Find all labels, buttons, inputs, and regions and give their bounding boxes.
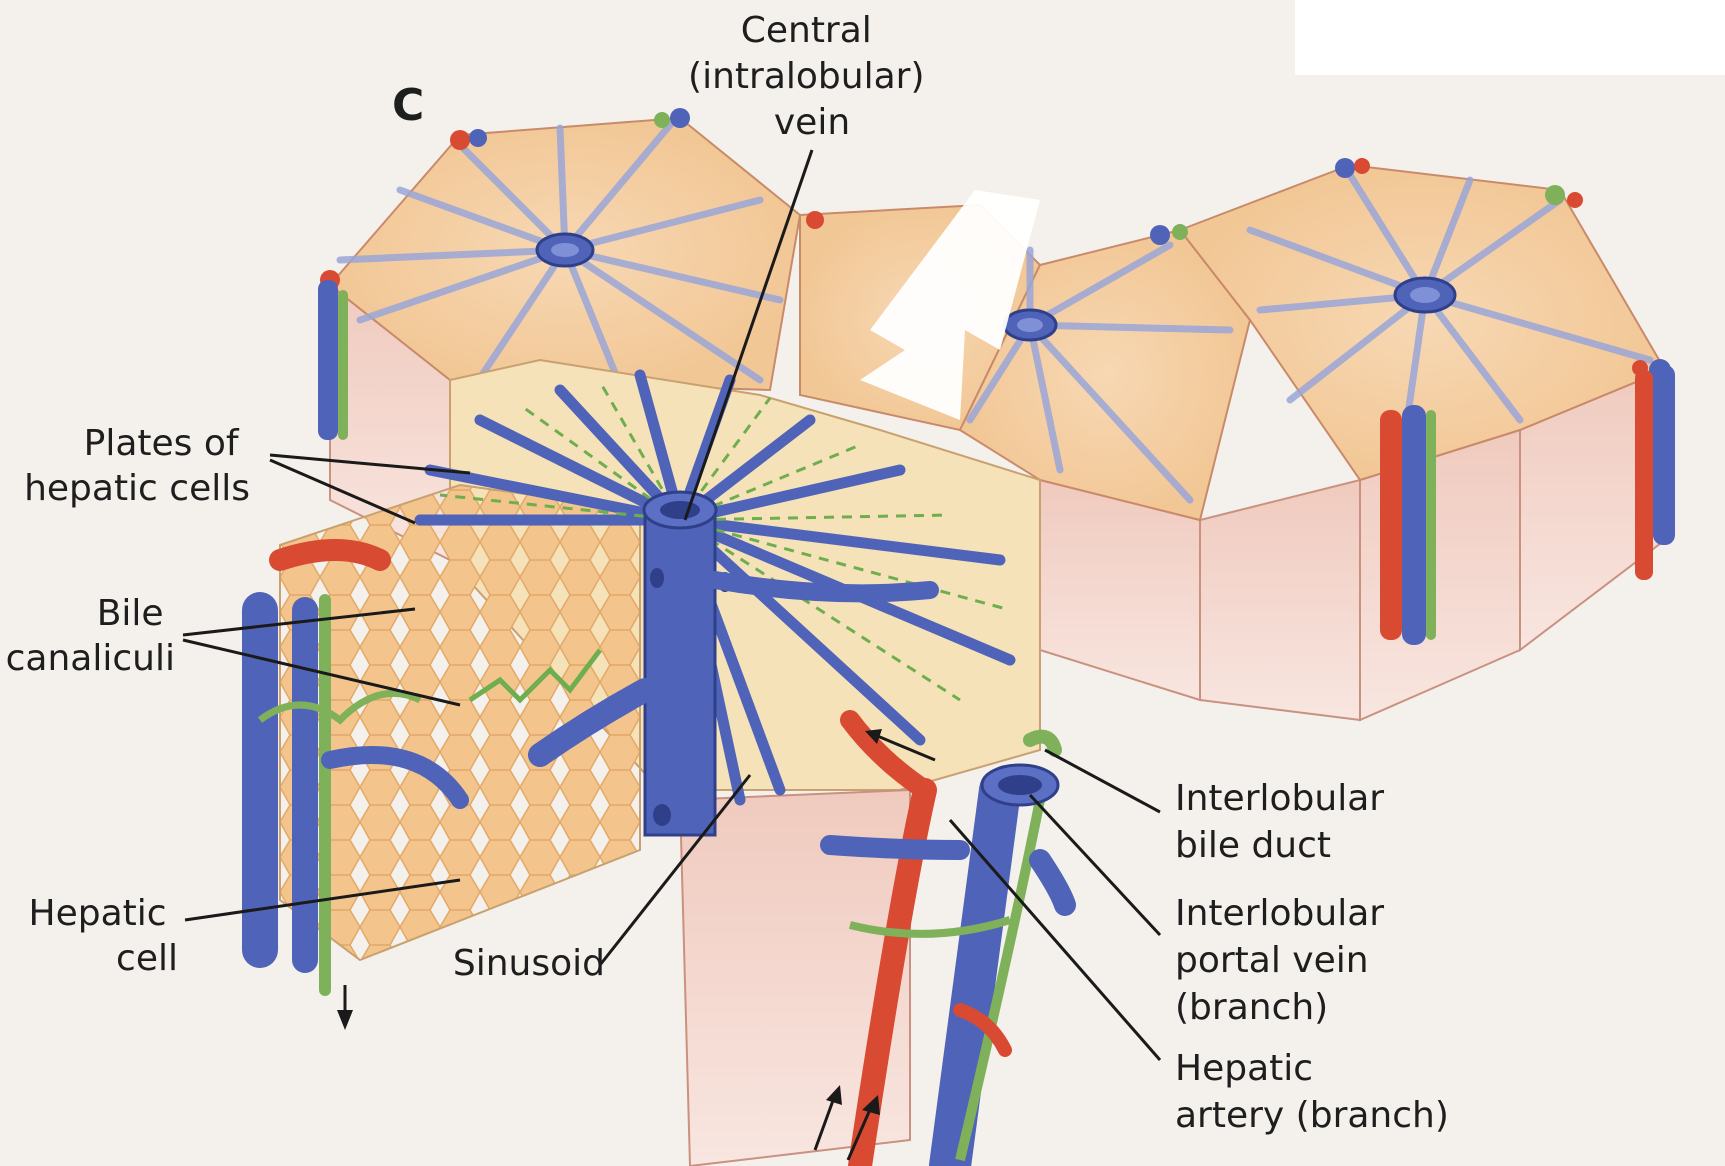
label-interlobular-bile-duct: Interlobular bile duct bbox=[1175, 778, 1396, 866]
label-sinusoid: Sinusoid bbox=[453, 943, 605, 984]
label-hepatic-cell: Hepatic cell bbox=[29, 893, 179, 979]
panel-letter: C bbox=[392, 80, 424, 131]
label-hepatic-artery: Hepatic artery (branch) bbox=[1175, 1048, 1449, 1136]
blank-patch bbox=[1295, 0, 1725, 75]
label-central-vein: Central (intralobular) vein bbox=[688, 10, 936, 143]
label-interlobular-portal-vein: Interlobular portal vein (branch) bbox=[1175, 893, 1396, 1028]
label-plates-hepatic-cells: Plates of hepatic cells bbox=[24, 423, 250, 509]
label-bile-canaliculi: Bile canaliculi bbox=[6, 593, 175, 679]
